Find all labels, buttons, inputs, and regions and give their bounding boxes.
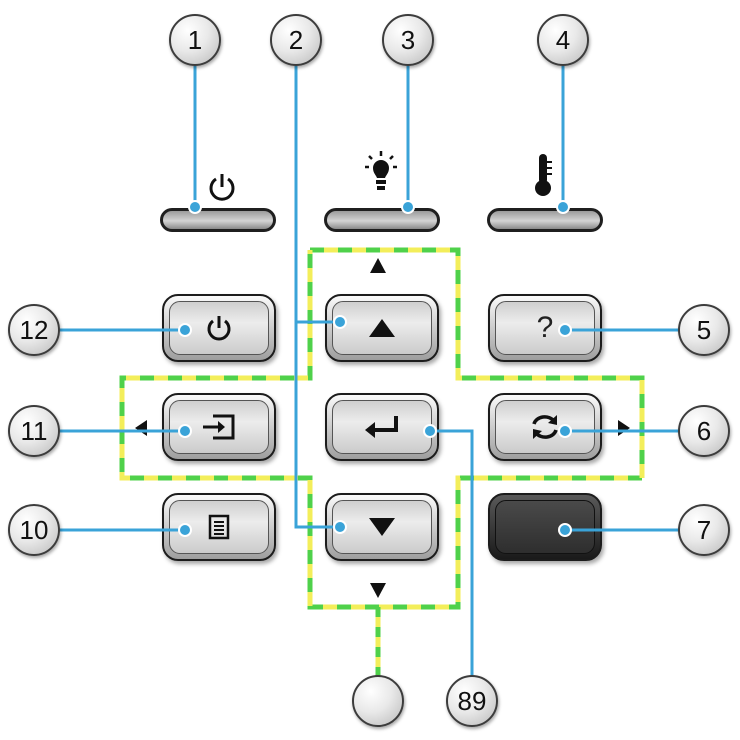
callout-1: 1 (169, 14, 221, 66)
temp-led (487, 208, 603, 232)
down-button[interactable] (325, 493, 439, 561)
menu-button-face (169, 500, 269, 554)
enter-button[interactable] (325, 393, 439, 461)
callout-11: 11 (8, 405, 60, 457)
arrow-right-marker (618, 420, 630, 436)
blank-dark-button-face (495, 500, 595, 554)
enter-icon (365, 416, 398, 438)
callout-89: 89 (446, 675, 498, 727)
lamp-led (324, 208, 440, 232)
callout-3: 3 (382, 14, 434, 66)
power-icon (209, 174, 235, 201)
up-button[interactable] (325, 294, 439, 362)
arrow-left-marker (135, 420, 147, 436)
source-button-face (169, 400, 269, 454)
callout-4: 4 (537, 14, 589, 66)
up-button-face (332, 301, 432, 355)
resync-button[interactable] (488, 393, 602, 461)
arrow-up-marker (370, 258, 386, 273)
callout-blank (352, 675, 404, 727)
menu-button[interactable] (162, 493, 276, 561)
question-icon: ? (536, 311, 554, 344)
power-led (160, 208, 276, 232)
callout-5: 5 (678, 304, 730, 356)
callout-12: 12 (8, 304, 60, 356)
help-button-face: ? (495, 301, 595, 355)
triangle-down-icon (369, 518, 395, 536)
thermometer-icon (535, 154, 552, 196)
resync-icon (532, 415, 558, 439)
triangle-up-icon (369, 319, 395, 337)
callout-6: 6 (678, 405, 730, 457)
lamp-icon (365, 151, 397, 190)
menu-icon (208, 514, 230, 540)
source-input-icon (203, 414, 235, 440)
callout-2: 2 (270, 14, 322, 66)
resync-button-face (495, 400, 595, 454)
blank-dark-button[interactable] (488, 493, 602, 561)
arrow-down-marker (370, 583, 386, 598)
down-button-face (332, 500, 432, 554)
callout-7: 7 (678, 504, 730, 556)
callout-10: 10 (8, 504, 60, 556)
power-icon (207, 316, 231, 341)
power-button-face (169, 301, 269, 355)
power-button[interactable] (162, 294, 276, 362)
enter-button-face (332, 400, 432, 454)
source-button[interactable] (162, 393, 276, 461)
help-button[interactable]: ? (488, 294, 602, 362)
